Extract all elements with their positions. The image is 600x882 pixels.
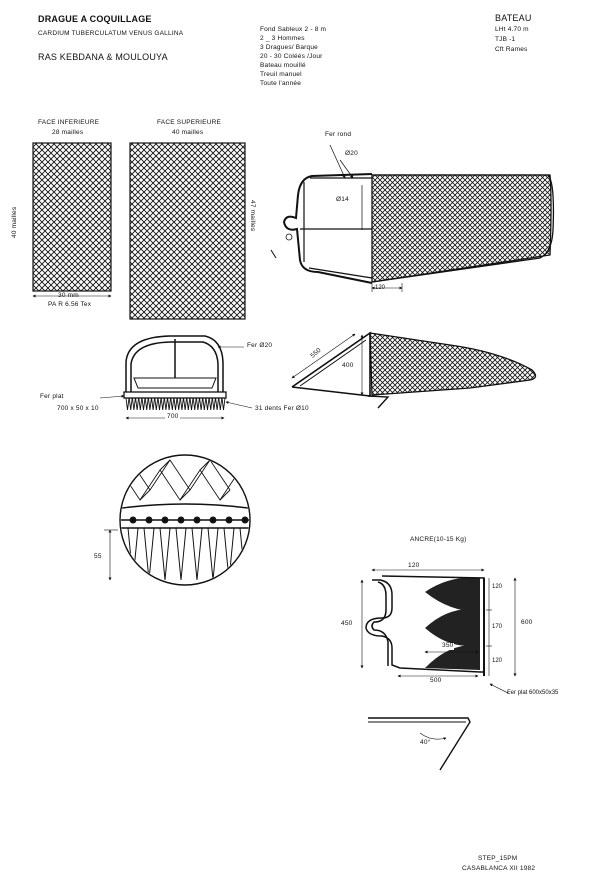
dredge-front-view	[99, 335, 253, 420]
net-lower-title: FACE INFERIEURE	[38, 119, 100, 126]
dredge-tooth	[202, 397, 207, 411]
detail-tooth	[223, 527, 235, 581]
detail-tooth	[159, 527, 171, 581]
front-rod-label: Fer Ø20	[247, 342, 273, 349]
boat-title: BATEAU	[495, 13, 532, 23]
dredge-tooth	[128, 397, 133, 411]
boat-spec: Cft Rames	[495, 46, 528, 53]
dredge-tooth	[192, 397, 197, 411]
frame-length: 120	[375, 285, 386, 291]
ops-item: 20 - 30 Coléés /Jour	[260, 53, 323, 60]
dredge-tooth	[131, 397, 136, 411]
anchor-drawing	[360, 568, 517, 695]
ops-item: Bateau mouillé	[260, 62, 306, 69]
anchor-seg-top: 120	[492, 584, 503, 590]
page-title: DRAGUE A COQUILLAGE	[38, 14, 152, 24]
tooth-length: 55	[94, 553, 102, 560]
net-upper-title: FACE SUPERIEURE	[157, 119, 222, 126]
detail-tooth	[191, 527, 203, 581]
ops-item: Fond Sableux 2 - 8 m	[260, 26, 327, 33]
dredge-tooth	[138, 397, 143, 411]
location-label: RAS KEBDANA & MOULOUYA	[38, 52, 168, 62]
net-upper-height: 47 mailles	[249, 200, 256, 232]
tooth-rivet	[161, 516, 169, 524]
dredge-tooth	[208, 397, 213, 411]
dredge-tooth	[167, 397, 172, 411]
dredge-tooth	[189, 397, 194, 411]
dredge-tooth	[144, 397, 149, 411]
dredge-tooth	[170, 397, 175, 411]
dredge-tooth	[157, 397, 162, 411]
flat-bar-label: Fer plat	[40, 393, 64, 400]
footer-place-date: CASABLANCA XII 1982	[462, 865, 536, 872]
anchor-top-width: 120	[408, 562, 420, 569]
net-upper-width: 40 mailles	[172, 129, 204, 136]
anchor-bottom-width: 500	[430, 677, 442, 684]
dredge-tooth	[195, 397, 200, 411]
net-material: PA R 6.56 Tex	[48, 301, 92, 308]
dredge-tooth	[221, 397, 226, 411]
dredge-tooth	[199, 397, 204, 411]
profile-height: 400	[342, 362, 354, 369]
net-upper-face	[129, 142, 246, 320]
net-lower-face	[32, 142, 112, 298]
dredge-tooth	[154, 397, 159, 411]
dredge-tooth	[141, 397, 146, 411]
anchor-seg-mid: 170	[492, 624, 503, 630]
dredge-tooth	[125, 397, 130, 411]
tooth-rivet	[241, 516, 249, 524]
dredge-profile	[291, 331, 537, 409]
net-lower-height: 40 mailles	[11, 206, 18, 238]
dredge-tooth	[179, 397, 184, 411]
dredge-tooth	[211, 397, 216, 411]
boat-spec: TJB -1	[495, 36, 516, 43]
dredge-tooth	[215, 397, 220, 411]
dredge-tooth	[173, 397, 178, 411]
dredge-tooth	[135, 397, 140, 411]
ops-item: 3 Dragues/ Barque	[260, 44, 318, 51]
dredge-tooth	[147, 397, 152, 411]
dredge-tooth	[151, 397, 156, 411]
flat-bar-dims: 700 x 50 x 10	[57, 405, 99, 412]
anchor-inner-width: 350	[441, 642, 455, 650]
anchor-angle: 40°	[420, 739, 431, 746]
tooth-rivet	[145, 516, 153, 524]
inner-diameter: Ø14	[336, 196, 349, 203]
anchor-title: ANCRE(10-15 Kg)	[410, 536, 467, 543]
anchor-seg-bottom: 120	[492, 658, 503, 664]
net-lower-width: 28 mailles	[52, 129, 84, 136]
species-label: CARDIUM TUBERCULATUM VENUS GALLINA	[38, 30, 184, 37]
front-width: 700	[165, 413, 181, 421]
detail-tooth	[175, 527, 187, 581]
dredge-tooth	[160, 397, 165, 411]
tooth-rivet	[177, 516, 185, 524]
tooth-rivet	[129, 516, 137, 524]
anchor-height-left: 450	[341, 620, 353, 627]
rod-label: Fer rond	[325, 131, 352, 138]
anchor-flat-label: Fer plat 600x50x35	[507, 690, 559, 696]
dredge-tooth	[218, 397, 223, 411]
anchor-height-right: 600	[521, 619, 533, 626]
boat-spec: LHt 4.70 m	[495, 26, 529, 33]
ops-item: Toute l'année	[260, 80, 302, 87]
dredge-side-view	[270, 144, 555, 292]
dredge-tooth	[183, 397, 188, 411]
dredge-tooth	[176, 397, 181, 411]
footer-code: STEP_15PM	[478, 855, 518, 862]
dredge-tooth	[163, 397, 168, 411]
ops-item: 2 _ 3 Hommes	[260, 35, 305, 42]
tooth-rivet	[193, 516, 201, 524]
ops-item: Treuil manuel	[260, 71, 302, 78]
teeth-detail	[104, 454, 251, 586]
dredge-tooth	[205, 397, 210, 411]
rod-diameter: Ø20	[345, 150, 358, 157]
dredge-tooth	[186, 397, 191, 411]
anchor-flat-bar-angle	[368, 717, 471, 771]
detail-tooth	[207, 527, 219, 581]
tooth-rivet	[225, 516, 233, 524]
net-mesh-size: 30 mm	[58, 292, 79, 299]
teeth-label: 31 dents Fer Ø10	[255, 405, 309, 412]
tooth-rivet	[209, 516, 217, 524]
